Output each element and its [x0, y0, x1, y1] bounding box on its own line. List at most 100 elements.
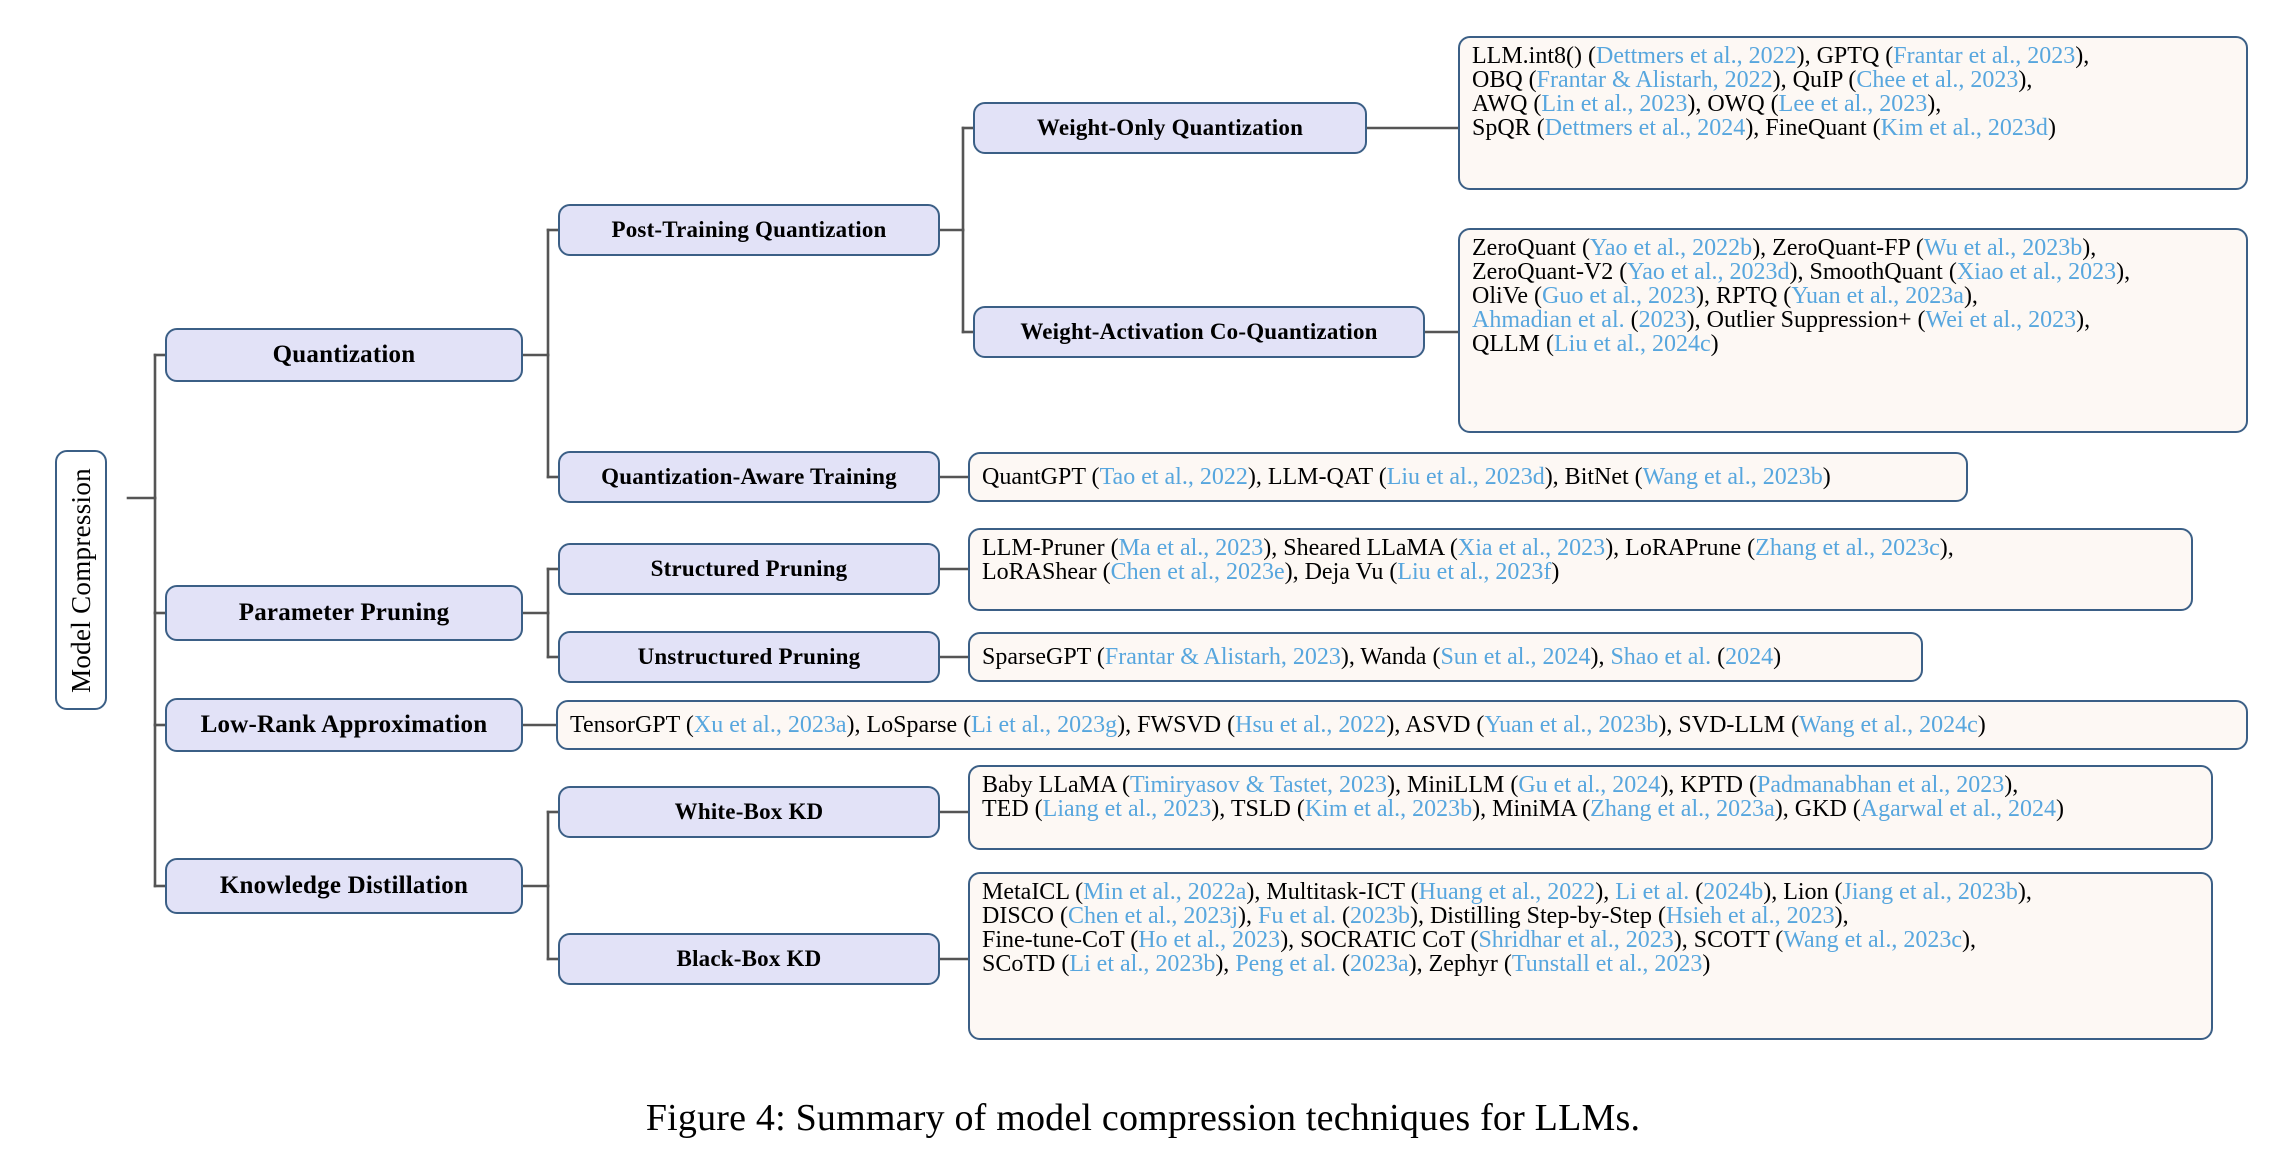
method-name: ), SCOTT (: [1673, 927, 1784, 953]
citation-ref[interactable]: Hsu et al., 2022: [1235, 712, 1387, 738]
leaf-text-line: TED (Liang et al., 2023), TSLD (Kim et a…: [982, 797, 2064, 821]
citation-ref[interactable]: Xiao et al., 2023: [1956, 259, 2117, 285]
citation-ref[interactable]: Li et al.: [1615, 879, 1690, 905]
citation-ref[interactable]: Zhang et al., 2023c: [1755, 535, 1940, 561]
leaf-box-unstructured-pruning[interactable]: SparseGPT (Frantar & Alistarh, 2023), Wa…: [968, 632, 1923, 682]
citation-ref[interactable]: Wang et al., 2024c: [1799, 712, 1978, 738]
leaf-text-line: MetaICL (Min et al., 2022a), Multitask-I…: [982, 880, 2032, 904]
citation-ref[interactable]: Xu et al., 2023a: [693, 712, 847, 738]
citation-ref[interactable]: Huang et al., 2022: [1418, 879, 1596, 905]
citation-ref[interactable]: Xia et al., 2023: [1457, 535, 1606, 561]
method-name: SpQR (: [1472, 115, 1545, 141]
citation-ref[interactable]: Ma et al., 2023: [1118, 535, 1264, 561]
citation-ref[interactable]: Zhang et al., 2023a: [1590, 796, 1775, 822]
citation-ref[interactable]: Wu et al., 2023b: [1923, 235, 2083, 261]
citation-ref[interactable]: Wang et al., 2023b: [1642, 464, 1823, 490]
subcategory-node-black-box-kd[interactable]: Black-Box KD: [558, 933, 940, 985]
leaf-box-black-box-kd[interactable]: MetaICL (Min et al., 2022a), Multitask-I…: [968, 872, 2213, 1040]
method-name: (: [1624, 307, 1639, 333]
citation-ref[interactable]: Tunstall et al., 2023: [1511, 951, 1703, 977]
citation-ref[interactable]: Hsieh et al., 2023: [1665, 903, 1835, 929]
leaf-text-line: SparseGPT (Frantar & Alistarh, 2023), Wa…: [982, 645, 1781, 669]
citation-ref[interactable]: 2023b: [1349, 903, 1410, 929]
citation-ref[interactable]: Frantar et al., 2023: [1893, 43, 2076, 69]
citation-ref[interactable]: Tao et al., 2022: [1099, 464, 1248, 490]
method-name: OBQ (: [1472, 67, 1537, 93]
citation-ref[interactable]: Wei et al., 2023: [1925, 307, 2077, 333]
citation-ref[interactable]: Frantar & Alistarh, 2022: [1536, 67, 1773, 93]
citation-ref[interactable]: Ahmadian et al.: [1472, 307, 1625, 333]
leaf-text-line: ZeroQuant (Yao et al., 2022b), ZeroQuant…: [1472, 236, 2096, 260]
leaf-box-weight-activation-co-quantization[interactable]: ZeroQuant (Yao et al., 2022b), ZeroQuant…: [1458, 228, 2248, 433]
citation-ref[interactable]: 2024b: [1703, 879, 1764, 905]
subcategory-label-weight-only-quantization: Weight-Only Quantization: [1036, 115, 1304, 140]
leaf-box-low-rank-approximation[interactable]: TensorGPT (Xu et al., 2023a), LoSparse (…: [556, 700, 2248, 750]
citation-ref[interactable]: Yuan et al., 2023a: [1791, 283, 1964, 309]
citation-ref[interactable]: Gu et al., 2024: [1518, 772, 1661, 798]
citation-ref[interactable]: Chen et al., 2023e: [1110, 559, 1285, 585]
citation-ref[interactable]: Yao et al., 2022b: [1589, 235, 1753, 261]
leaf-text-line: Ahmadian et al. (2023), Outlier Suppress…: [1472, 308, 2090, 332]
citation-ref[interactable]: Lin et al., 2023: [1541, 91, 1688, 117]
citation-ref[interactable]: Min et al., 2022a: [1083, 879, 1247, 905]
citation-ref[interactable]: Liang et al., 2023: [1042, 796, 1212, 822]
citation-ref[interactable]: Chen et al., 2023j: [1068, 903, 1238, 929]
citation-ref[interactable]: Timiryasov & Tastet, 2023: [1129, 772, 1387, 798]
method-name: (: [1335, 903, 1350, 929]
citation-ref[interactable]: Padmanabhan et al., 2023: [1756, 772, 2005, 798]
category-label-quantization: Quantization: [272, 341, 416, 368]
leaf-text-line: OliVe (Guo et al., 2023), RPTQ (Yuan et …: [1472, 284, 1978, 308]
citation-ref[interactable]: Liu et al., 2023f: [1397, 559, 1552, 585]
subcategory-node-unstructured-pruning[interactable]: Unstructured Pruning: [558, 631, 940, 683]
subcategory-node-quantization-aware-training[interactable]: Quantization-Aware Training: [558, 451, 940, 503]
method-name: ), FWSVD (: [1117, 712, 1236, 738]
method-name: (: [1335, 951, 1350, 977]
citation-ref[interactable]: Dettmers et al., 2024: [1544, 115, 1746, 141]
citation-ref[interactable]: Kim et al., 2023b: [1304, 796, 1473, 822]
citation-ref[interactable]: Sun et al., 2024: [1440, 644, 1591, 670]
method-name: ): [1822, 464, 1831, 490]
citation-ref[interactable]: Yuan et al., 2023b: [1484, 712, 1659, 738]
citation-ref[interactable]: Yao et al., 2023d: [1627, 259, 1790, 285]
citation-ref[interactable]: Shridhar et al., 2023: [1478, 927, 1674, 953]
citation-ref[interactable]: Dettmers et al., 2022: [1595, 43, 1797, 69]
citation-ref[interactable]: Liu et al., 2024c: [1553, 331, 1711, 357]
citation-ref[interactable]: Peng et al.: [1235, 951, 1336, 977]
method-name: ), OWQ (: [1687, 91, 1779, 117]
subcategory-node-weight-activation-co-quantization[interactable]: Weight-Activation Co-Quantization: [973, 306, 1425, 358]
citation-ref[interactable]: Ho et al., 2023: [1138, 927, 1281, 953]
citation-ref[interactable]: Shao et al.: [1610, 644, 1712, 670]
method-name: ZeroQuant-V2 (: [1472, 259, 1628, 285]
citation-ref[interactable]: Agarwal et al., 2024: [1860, 796, 2057, 822]
subcategory-node-post-training-quantization[interactable]: Post-Training Quantization: [558, 204, 940, 256]
citation-ref[interactable]: Chee et al., 2023: [1856, 67, 2019, 93]
subcategory-node-white-box-kd[interactable]: White-Box KD: [558, 786, 940, 838]
subcategory-node-structured-pruning[interactable]: Structured Pruning: [558, 543, 940, 595]
citation-ref[interactable]: Liu et al., 2023d: [1386, 464, 1545, 490]
citation-ref[interactable]: Guo et al., 2023: [1541, 283, 1696, 309]
leaf-box-quantization-aware-training[interactable]: QuantGPT (Tao et al., 2022), LLM-QAT (Li…: [968, 452, 1968, 502]
method-name: ),: [2082, 235, 2097, 261]
citation-ref[interactable]: Lee et al., 2023: [1778, 91, 1928, 117]
citation-ref[interactable]: Frantar & Alistarh, 2023: [1104, 644, 1341, 670]
citation-ref[interactable]: Fu et al.: [1257, 903, 1336, 929]
citation-ref[interactable]: Li et al., 2023g: [971, 712, 1118, 738]
citation-ref[interactable]: Li et al., 2023b: [1069, 951, 1216, 977]
method-name: ): [2056, 796, 2065, 822]
leaf-box-weight-only-quantization[interactable]: LLM.int8() (Dettmers et al., 2022), GPTQ…: [1458, 36, 2248, 190]
citation-ref[interactable]: 2023a: [1349, 951, 1409, 977]
category-node-quantization[interactable]: Quantization: [165, 328, 523, 382]
citation-ref[interactable]: 2023: [1638, 307, 1687, 333]
citation-ref[interactable]: 2024: [1725, 644, 1774, 670]
method-name: ), Multitask-ICT (: [1246, 879, 1419, 905]
citation-ref[interactable]: Wang et al., 2023c: [1783, 927, 1962, 953]
category-node-low-rank-approximation[interactable]: Low-Rank Approximation: [165, 698, 523, 752]
root-node-model-compression[interactable]: Model Compression: [55, 450, 107, 710]
leaf-box-structured-pruning[interactable]: LLM-Pruner (Ma et al., 2023), Sheared LL…: [968, 528, 2193, 611]
subcategory-node-weight-only-quantization[interactable]: Weight-Only Quantization: [973, 102, 1367, 154]
leaf-box-white-box-kd[interactable]: Baby LLaMA (Timiryasov & Tastet, 2023), …: [968, 765, 2213, 850]
category-node-knowledge-distillation[interactable]: Knowledge Distillation: [165, 858, 523, 914]
category-node-parameter-pruning[interactable]: Parameter Pruning: [165, 585, 523, 641]
citation-ref[interactable]: Jiang et al., 2023b: [1842, 879, 2018, 905]
citation-ref[interactable]: Kim et al., 2023d: [1880, 115, 2048, 141]
